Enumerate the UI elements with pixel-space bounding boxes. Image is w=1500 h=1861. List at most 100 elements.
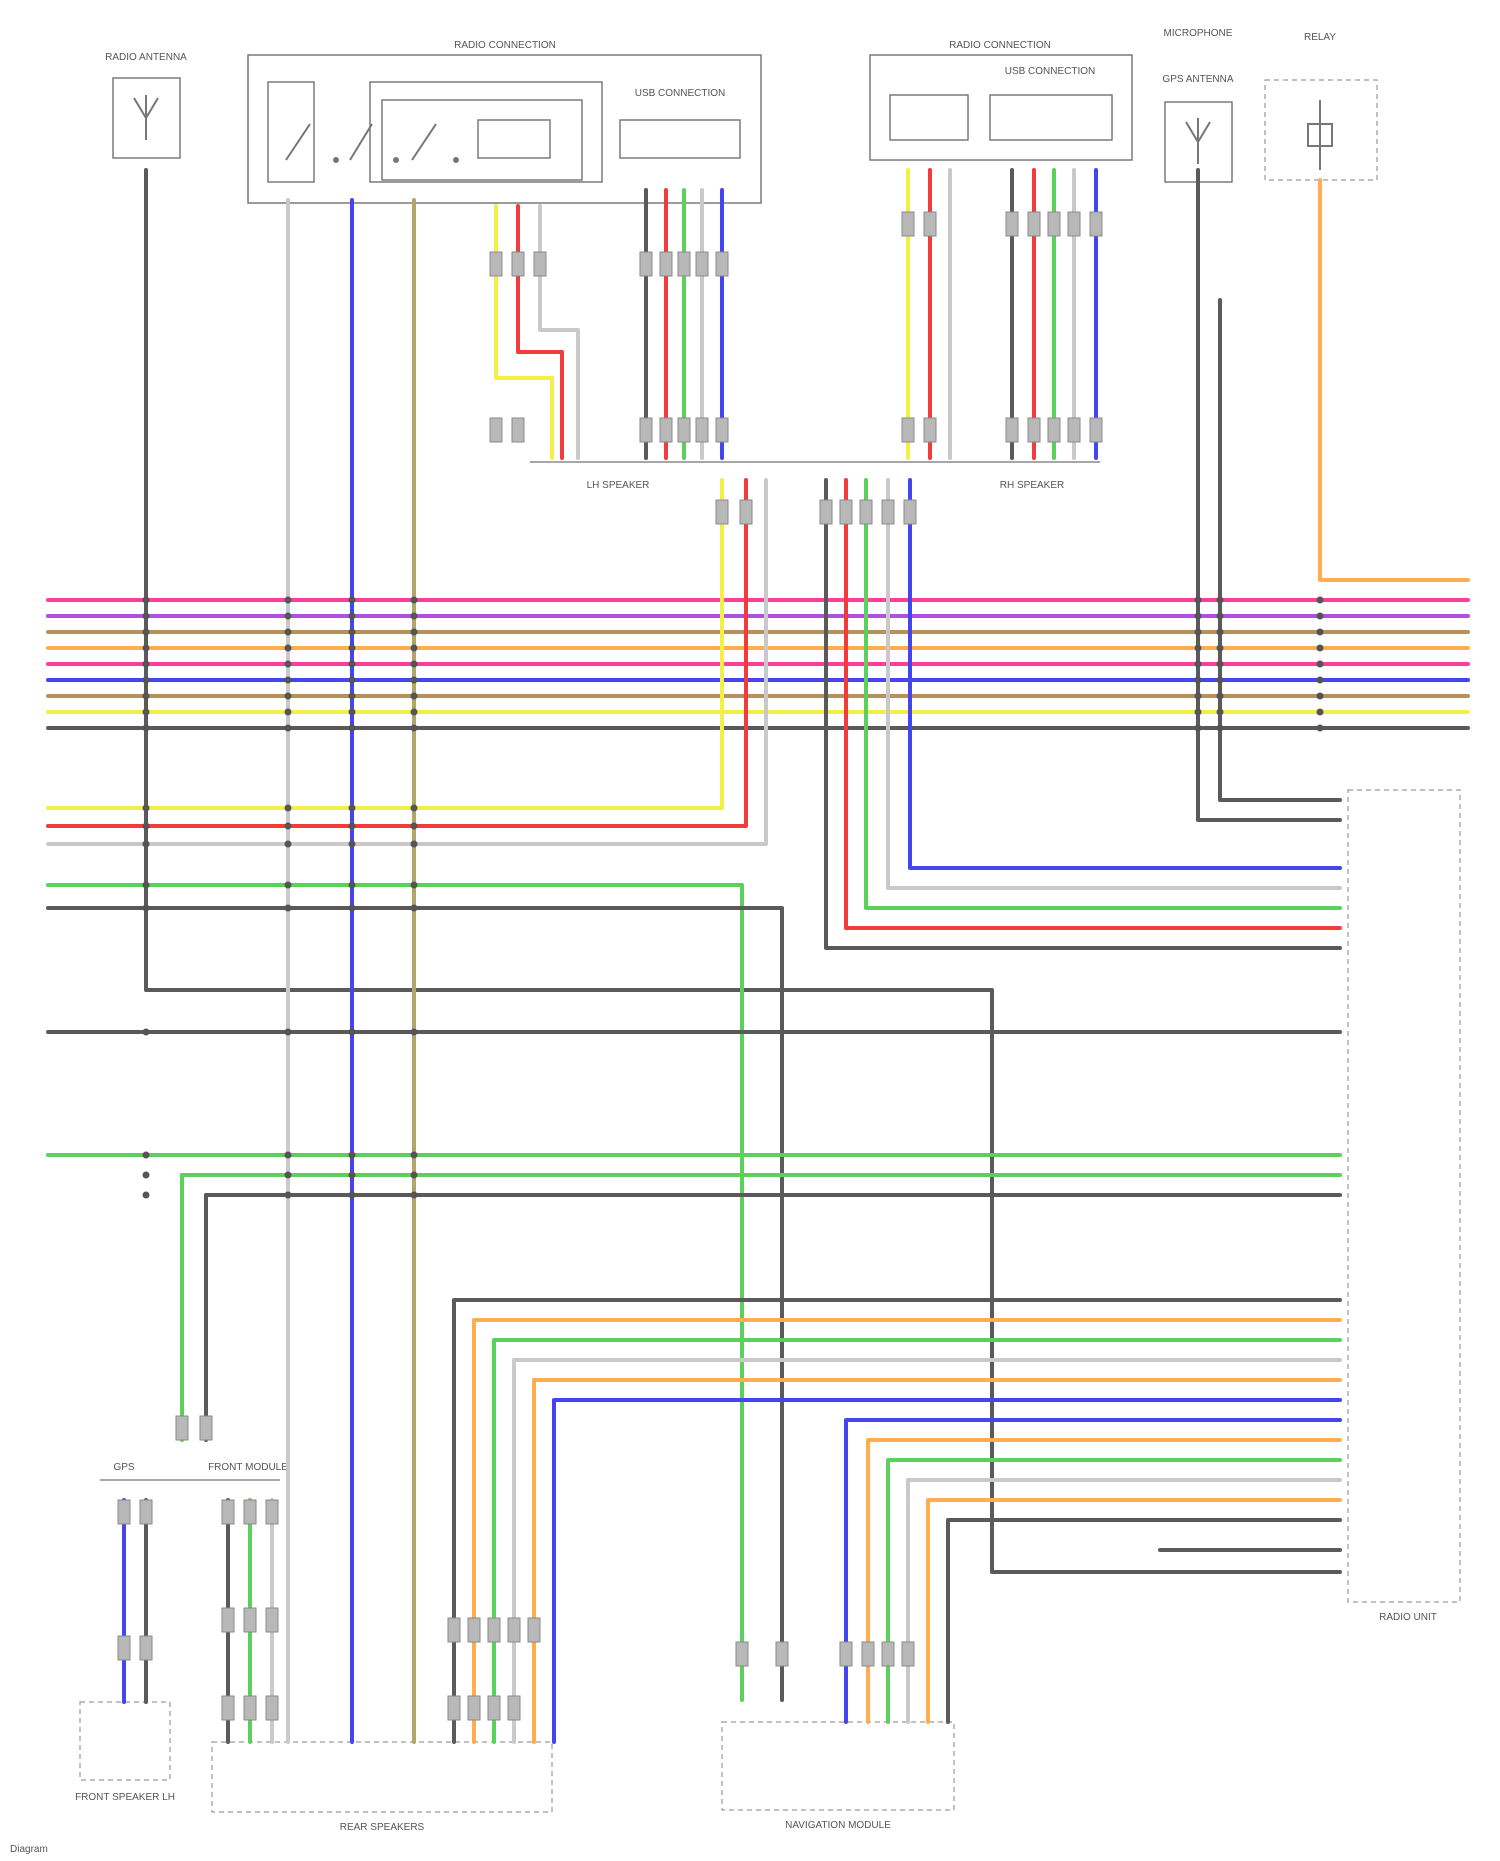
main-unit-box bbox=[1348, 790, 1460, 1602]
junction-dot bbox=[143, 1192, 150, 1199]
junction-dot bbox=[349, 645, 356, 652]
front-module-label: FRONT MODULE bbox=[208, 1462, 288, 1473]
connector-pin bbox=[244, 1608, 256, 1632]
junction-dot bbox=[1217, 629, 1224, 636]
junction-dot bbox=[349, 613, 356, 620]
connector-pin bbox=[820, 500, 832, 524]
microphone-antenna-icon bbox=[1186, 118, 1210, 164]
junction-dot bbox=[1317, 661, 1324, 668]
connector-pin bbox=[678, 418, 690, 442]
usb-connection-left-label: USB CONNECTION bbox=[635, 88, 726, 99]
junction-dot bbox=[1317, 693, 1324, 700]
junction-dot bbox=[143, 613, 150, 620]
switch-block-box bbox=[268, 82, 314, 182]
connector-pin bbox=[488, 1696, 500, 1720]
junction-dot bbox=[143, 629, 150, 636]
junction-dot bbox=[143, 709, 150, 716]
connector-pin bbox=[640, 252, 652, 276]
junction-dot bbox=[143, 882, 150, 889]
connector-pin bbox=[222, 1608, 234, 1632]
connector-pin bbox=[924, 418, 936, 442]
connector-pin bbox=[468, 1696, 480, 1720]
junction-dot bbox=[411, 597, 418, 604]
gps-antenna-label: GPS ANTENNA bbox=[1162, 74, 1233, 85]
connector-pin bbox=[660, 418, 672, 442]
connector-pin bbox=[512, 418, 524, 442]
connector-pin bbox=[488, 1618, 500, 1642]
connector-pin bbox=[902, 1642, 914, 1666]
connector-pin bbox=[448, 1618, 460, 1642]
relay-coil-icon bbox=[1308, 100, 1332, 170]
junction-dot bbox=[285, 677, 292, 684]
junction-dot bbox=[1217, 661, 1224, 668]
connector-pin bbox=[508, 1696, 520, 1720]
junction-dot bbox=[411, 629, 418, 636]
junction-dot bbox=[285, 725, 292, 732]
connector-box-left bbox=[478, 120, 550, 158]
junction-dot bbox=[285, 841, 292, 848]
junction-dot bbox=[411, 613, 418, 620]
microphone-label: MICROPHONE bbox=[1164, 28, 1233, 39]
junction-dot bbox=[285, 1152, 292, 1159]
junction-dot bbox=[349, 693, 356, 700]
junction-dot bbox=[143, 905, 150, 912]
connector-pin bbox=[862, 1642, 874, 1666]
connector-pin bbox=[222, 1500, 234, 1524]
connector-pin bbox=[678, 252, 690, 276]
connector-pin bbox=[860, 500, 872, 524]
connector-pin bbox=[924, 212, 936, 236]
connector-pin bbox=[902, 418, 914, 442]
right-speaker-label: RH SPEAKER bbox=[1000, 480, 1064, 491]
rear-speakers-box bbox=[212, 1742, 552, 1812]
usb-connector-box-right bbox=[990, 95, 1112, 140]
radio-antenna-label: RADIO ANTENNA bbox=[105, 52, 187, 63]
connector-pin bbox=[140, 1636, 152, 1660]
junction-dot bbox=[1195, 693, 1202, 700]
connector-pin bbox=[840, 500, 852, 524]
relay-label: RELAY bbox=[1304, 32, 1336, 43]
junction-dot bbox=[1317, 613, 1324, 620]
usb-connector-box-left bbox=[620, 120, 740, 158]
connector-pin bbox=[640, 418, 652, 442]
navigation-module-label: NAVIGATION MODULE bbox=[785, 1820, 891, 1831]
junction-dot bbox=[1195, 597, 1202, 604]
connector-pin bbox=[716, 418, 728, 442]
junction-dot bbox=[1217, 645, 1224, 652]
connector-pin bbox=[140, 1500, 152, 1524]
connector-pin bbox=[902, 212, 914, 236]
junction-dot bbox=[411, 823, 418, 830]
connector-pin bbox=[222, 1696, 234, 1720]
connector-pin bbox=[1048, 212, 1060, 236]
junction-dot bbox=[411, 693, 418, 700]
junction-dot bbox=[285, 882, 292, 889]
junction-dot bbox=[349, 1152, 356, 1159]
relay-feed-wire bbox=[1320, 180, 1468, 580]
junction-dot bbox=[285, 629, 292, 636]
connector-pin bbox=[882, 500, 894, 524]
connector-pin bbox=[740, 500, 752, 524]
junction-dot bbox=[143, 1029, 150, 1036]
connector-pin bbox=[528, 1618, 540, 1642]
usb-main-red bbox=[846, 480, 1340, 928]
radio-connection-left-label: RADIO CONNECTION bbox=[454, 40, 556, 51]
junction-dot bbox=[143, 677, 150, 684]
main-unit-label: RADIO UNIT bbox=[1379, 1612, 1437, 1623]
connector-pin bbox=[1068, 212, 1080, 236]
junction-dot bbox=[285, 693, 292, 700]
front-speaker-lh-box bbox=[80, 1702, 170, 1780]
junction-dot bbox=[1195, 645, 1202, 652]
connector-pin bbox=[468, 1618, 480, 1642]
navigation-wire bbox=[928, 1500, 1340, 1722]
connector-pin bbox=[904, 500, 916, 524]
radio-connection-left-box bbox=[248, 55, 761, 203]
usb-main-gray bbox=[888, 480, 1340, 888]
junction-dot bbox=[143, 597, 150, 604]
navigation-module-box bbox=[722, 1722, 954, 1810]
connector-pin bbox=[1090, 212, 1102, 236]
junction-dot bbox=[349, 1192, 356, 1199]
connector-pin bbox=[882, 1642, 894, 1666]
junction-dot bbox=[143, 661, 150, 668]
junction-dot bbox=[285, 613, 292, 620]
connector-pin bbox=[1090, 418, 1102, 442]
junction-dot bbox=[143, 1152, 150, 1159]
